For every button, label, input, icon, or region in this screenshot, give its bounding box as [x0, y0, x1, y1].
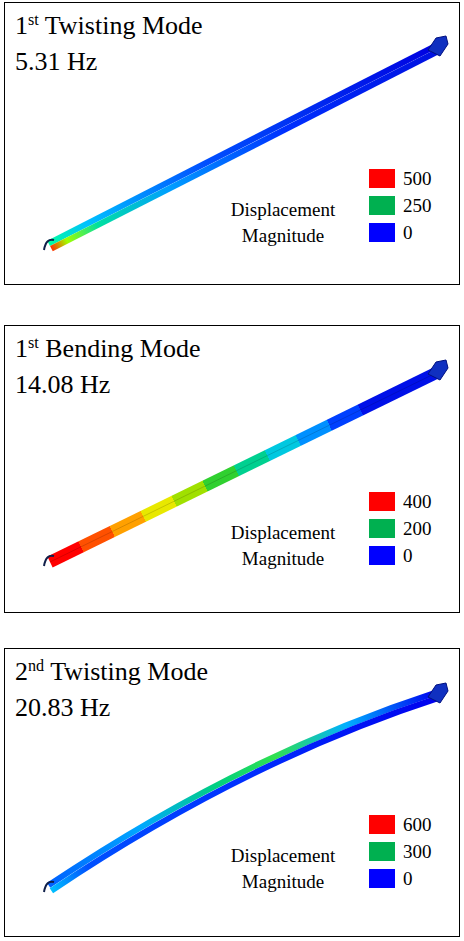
mode-frequency: 20.83 Hz — [15, 691, 110, 725]
legend-value: 250 — [403, 196, 432, 215]
legend-value: 500 — [403, 169, 432, 188]
mode-frequency: 14.08 Hz — [15, 368, 110, 402]
legend-swatch — [369, 546, 395, 565]
legend-swatch — [369, 869, 395, 888]
mode-panel: 1st Twisting Mode5.31 Hz Displacement Mag… — [4, 2, 460, 285]
legend-value: 200 — [403, 519, 432, 538]
legend-value: 0 — [403, 546, 413, 565]
legend-heading: Displacement Magnitude — [201, 520, 365, 572]
mode-frequency: 5.31 Hz — [15, 45, 97, 79]
mode-name: 1st Twisting Mode — [15, 9, 203, 43]
legend-value: 400 — [403, 492, 432, 511]
beam-twist-1 — [44, 36, 448, 250]
legend-heading: Displacement Magnitude — [201, 843, 365, 895]
legend-swatch — [369, 223, 395, 242]
mode-panel: 2nd Twisting Mode20.83 Hz Displacement Ma… — [4, 648, 460, 937]
legend-heading: Displacement Magnitude — [201, 197, 365, 249]
legend-value: 600 — [403, 815, 432, 834]
legend-value: 0 — [403, 223, 413, 242]
mode-name: 1st Bending Mode — [15, 332, 201, 366]
legend-value: 0 — [403, 869, 413, 888]
legend-swatch — [369, 169, 395, 188]
legend-value: 300 — [403, 842, 432, 861]
legend-swatch — [369, 492, 395, 511]
legend-swatch — [369, 519, 395, 538]
legend-swatch — [369, 196, 395, 215]
legend-swatch — [369, 842, 395, 861]
legend-swatch — [369, 815, 395, 834]
mode-name: 2nd Twisting Mode — [15, 655, 208, 689]
mode-panel: 1st Bending Mode14.08 Hz Displacement Mag… — [4, 325, 460, 613]
